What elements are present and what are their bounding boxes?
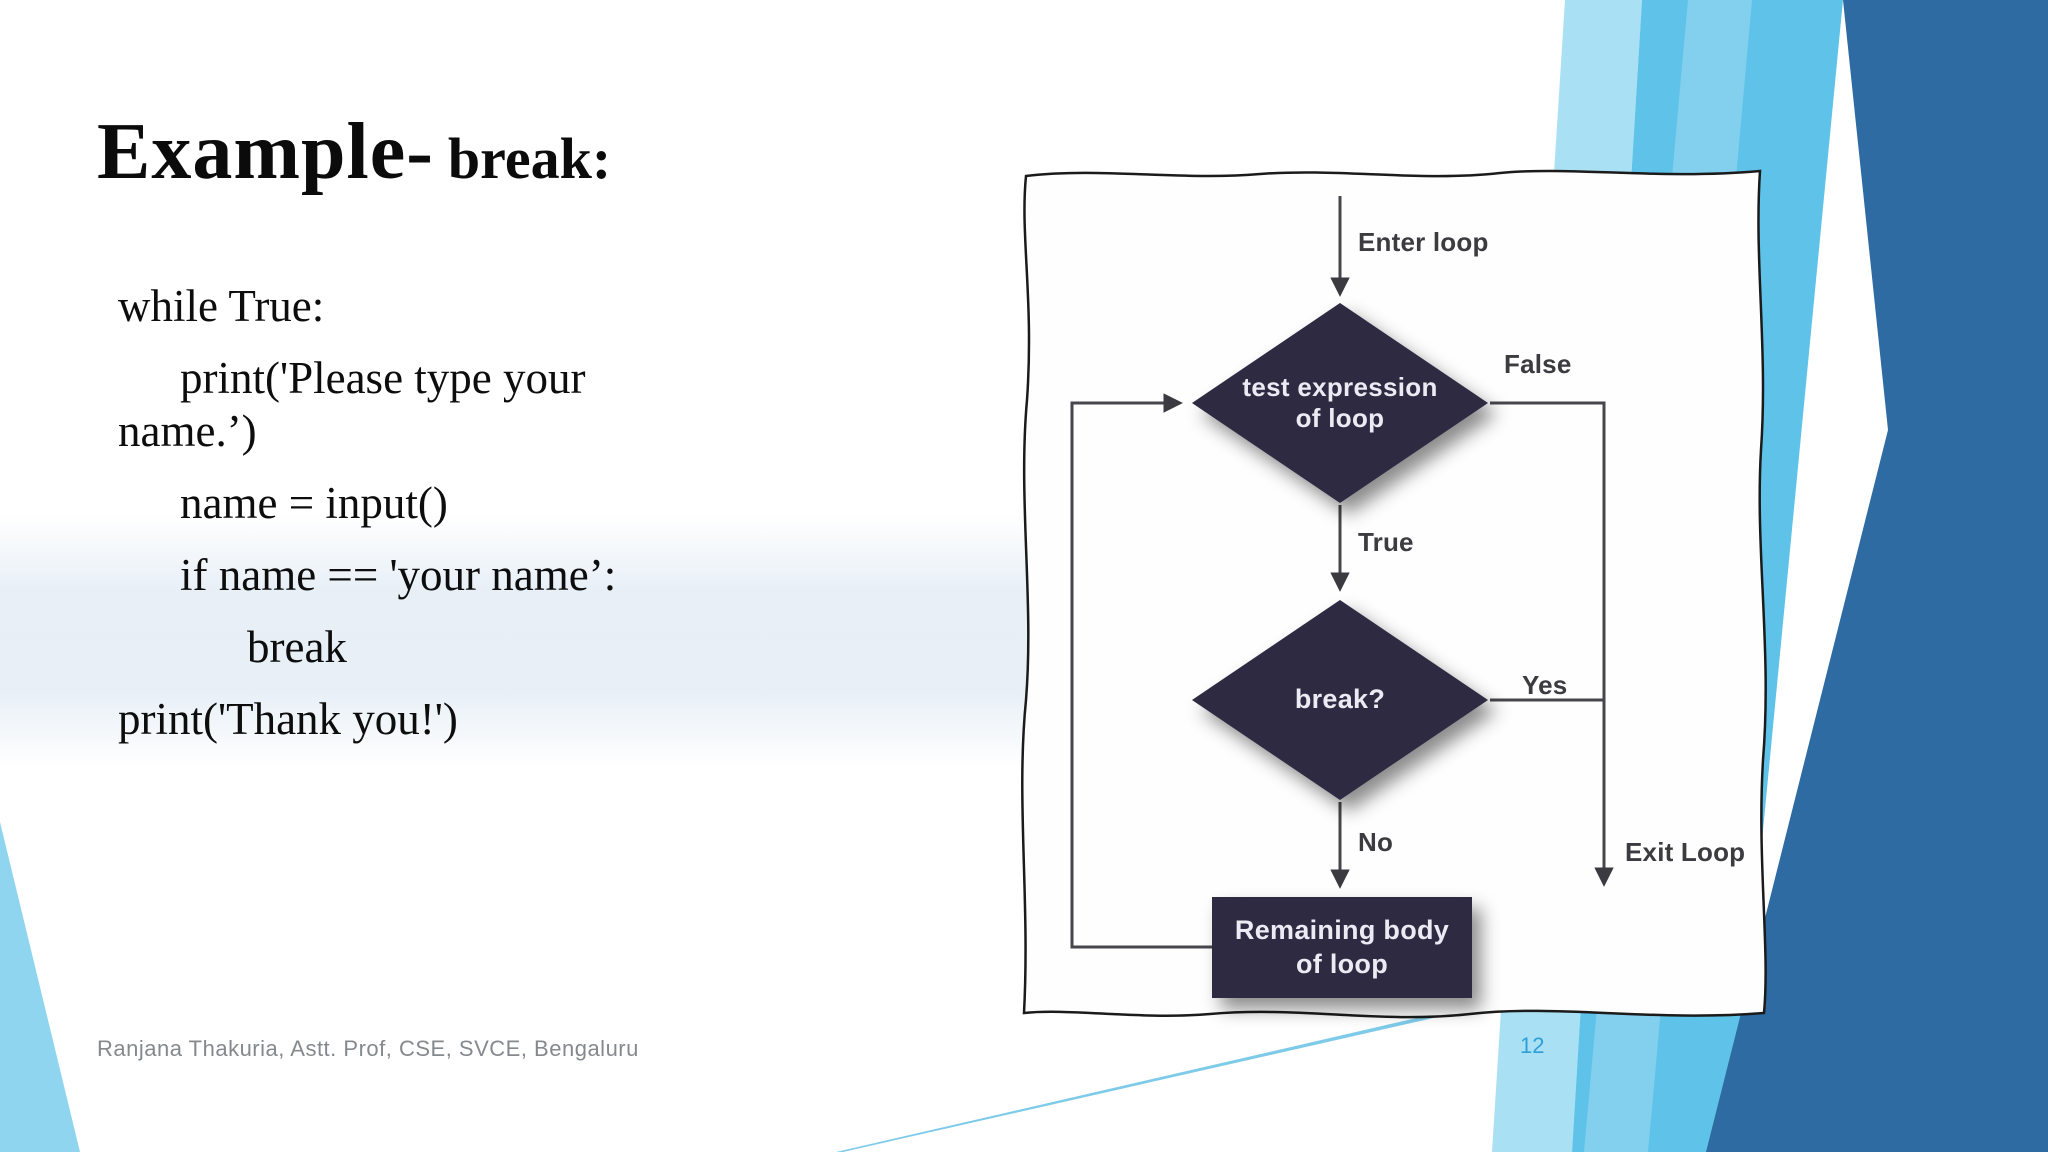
code-line: while True:	[118, 281, 325, 331]
label-true: True	[1358, 527, 1414, 557]
page-number: 12	[1520, 1033, 1545, 1058]
slide-title-sub: break:	[447, 126, 612, 191]
test-diamond-text: test expression of loop	[1192, 372, 1488, 434]
code-line: print('Thank you!')	[118, 694, 458, 744]
body-rect-text-line1: Remaining body	[1234, 915, 1450, 945]
test-diamond-text-line1: test expression	[1242, 372, 1438, 402]
break-diamond	[1192, 600, 1488, 800]
test-diamond	[1192, 303, 1488, 503]
label-no: No	[1358, 827, 1394, 857]
label-false: False	[1504, 349, 1572, 379]
slide-title: Example-break:	[97, 112, 611, 192]
flowchart-frame	[1021, 169, 1767, 1019]
footer-author: Ranjana Thakuria, Astt. Prof, CSE, SVCE,…	[97, 1036, 639, 1061]
code-line: print('Please type your	[180, 353, 586, 403]
label-enter-loop: Enter loop	[1358, 227, 1489, 257]
code-line: name = input()	[180, 478, 448, 528]
body-rect-text-line2: of loop	[1295, 949, 1389, 979]
body-rect	[1212, 897, 1472, 998]
deco-faint-band	[0, 515, 1032, 767]
code-line: break	[247, 622, 347, 672]
code-line: name.’)	[118, 406, 257, 456]
code-line: if name == 'your name’:	[180, 550, 617, 600]
break-diamond-text: break?	[1294, 684, 1386, 714]
label-yes: Yes	[1522, 670, 1568, 700]
body-rect-text: Remaining body of loop	[1212, 913, 1472, 981]
false-exit-line	[1490, 401, 1614, 887]
slide-title-main: Example-	[97, 108, 434, 196]
loop-back-line	[1070, 393, 1212, 949]
test-diamond-text-line2: of loop	[1295, 403, 1385, 433]
label-exit-loop: Exit Loop	[1625, 837, 1746, 867]
